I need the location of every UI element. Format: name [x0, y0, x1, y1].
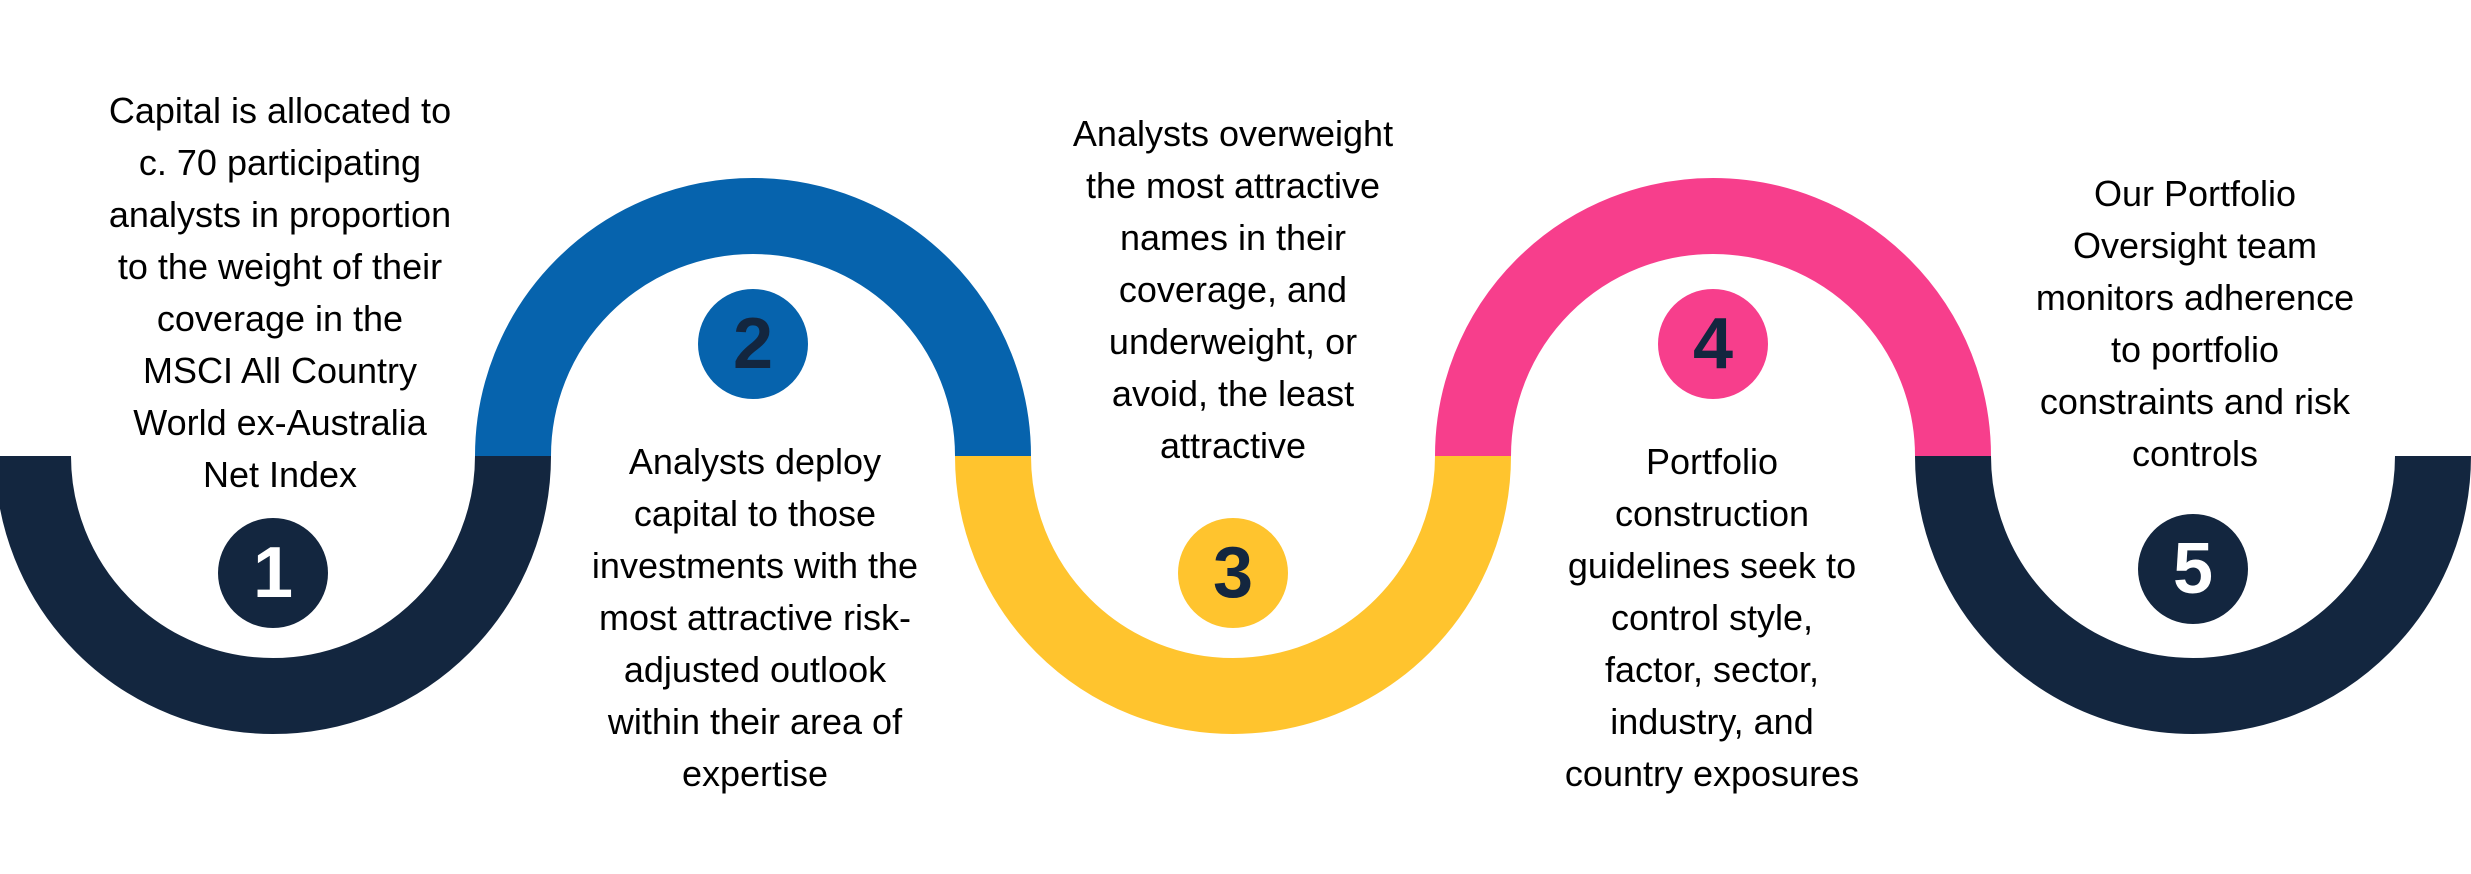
step-4-circle: 4 [1658, 289, 1768, 399]
step-4-description: Portfolio construction guidelines seek t… [1564, 441, 1860, 794]
step-5-number: 5 [2172, 529, 2214, 609]
step-3-description: Analysts overweight the most attractive … [1072, 113, 1394, 466]
step-1-circle: 1 [218, 518, 328, 628]
step-1-description: Capital is allocated to c. 70 participat… [108, 90, 452, 495]
step-5-circle: 5 [2138, 514, 2248, 624]
wave-arc-3 [955, 455, 1511, 734]
wave-arc-1 [0, 455, 551, 734]
wave-arc-4 [1435, 178, 1991, 457]
step-4-number: 4 [1692, 304, 1734, 384]
step-3-circle: 3 [1178, 518, 1288, 628]
step-1-number: 1 [252, 533, 294, 613]
step-5-description: Our Portfolio Oversight team monitors ad… [2035, 173, 2355, 474]
step-2-circle: 2 [698, 289, 808, 399]
wave-arc-2 [475, 178, 1031, 457]
wave-arc-5 [1915, 455, 2471, 734]
step-3-number: 3 [1212, 533, 1254, 613]
step-2-number: 2 [732, 304, 774, 384]
step-2-description: Analysts deploy capital to those investm… [591, 441, 919, 794]
